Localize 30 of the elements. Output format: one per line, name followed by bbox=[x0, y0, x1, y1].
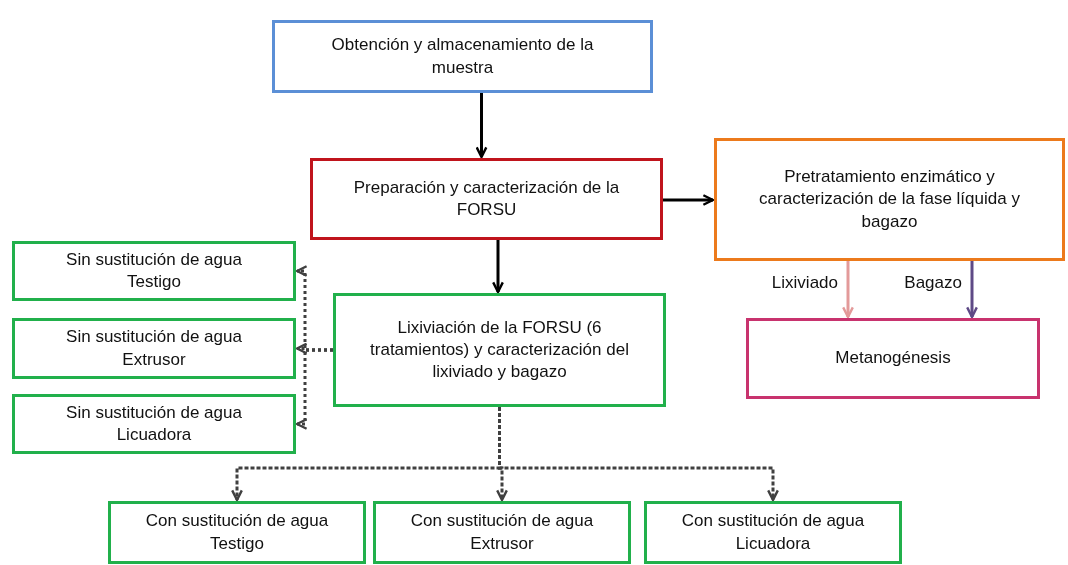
box-text: Pretratamiento enzimático y caracterización de la fase líquida y bagazo bbox=[758, 166, 1021, 233]
arrow bbox=[295, 348, 333, 430]
arrow bbox=[492, 240, 504, 294]
process-box bbox=[108, 501, 366, 564]
box-text: Metanogénesis bbox=[834, 347, 952, 370]
box-text: Con sustitución de agua Testigo bbox=[144, 510, 330, 555]
box-text: Sin sustitución de agua Licuadora bbox=[65, 401, 243, 446]
arrow bbox=[498, 407, 779, 502]
process-box bbox=[373, 501, 631, 564]
box-text: Sin sustitución de agua Extrusor bbox=[65, 326, 243, 371]
arrow bbox=[842, 261, 854, 319]
arrow bbox=[966, 261, 978, 319]
box-text: Con sustitución de agua Licuadora bbox=[680, 510, 866, 555]
process-box bbox=[12, 241, 296, 301]
process-box bbox=[714, 138, 1065, 261]
process-box bbox=[333, 293, 666, 407]
arrow bbox=[663, 194, 715, 206]
box-text: Con sustitución de agua Extrusor bbox=[409, 510, 595, 555]
edge-label: Bagazo bbox=[904, 273, 962, 294]
process-box bbox=[644, 501, 902, 564]
box-text: Obtención y almacenamiento de la muestra bbox=[330, 34, 595, 79]
process-box bbox=[12, 318, 296, 379]
process-box bbox=[746, 318, 1040, 399]
box-text: Sin sustitución de agua Testigo bbox=[65, 248, 243, 293]
process-box bbox=[272, 20, 653, 93]
process-box bbox=[310, 158, 663, 240]
box-text: Preparación y caracterización de la FORSU bbox=[352, 176, 621, 221]
arrow bbox=[475, 93, 488, 159]
box-text: Lixiviación de la FORSU (6 tratamientos) y caracterización del lixiviado y bagazo bbox=[369, 316, 630, 384]
process-box bbox=[12, 394, 296, 454]
